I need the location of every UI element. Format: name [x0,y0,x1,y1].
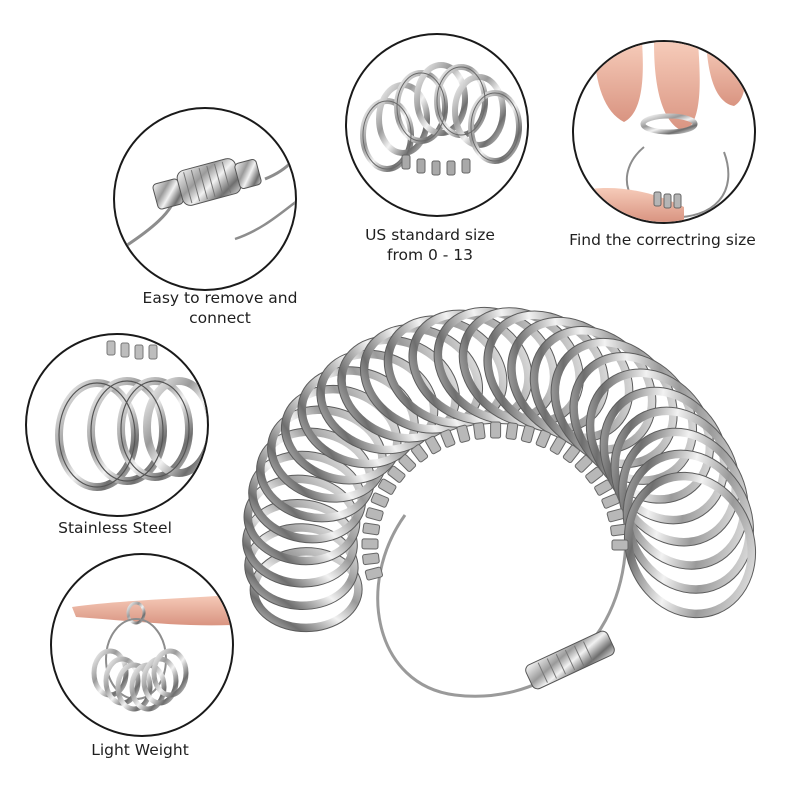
sizing-ring-edge [599,386,729,525]
fit-feature-caption: Find the correctring size [555,230,770,250]
hand-holding-rings-photo [72,595,232,712]
sizes-caption-line-1: US standard size [365,226,495,244]
sizing-ring [242,499,358,588]
size-tag [473,422,486,440]
sizes-caption-line-2: from 0 - 13 [386,246,474,264]
sizing-ring-edge [623,471,757,619]
size-tag [398,454,417,472]
steel-feature-circle [25,333,209,517]
ring-bundle-photo [360,62,522,176]
size-tag [411,444,429,463]
size-tag [362,552,380,566]
clasp-feature-circle [113,107,297,291]
finger-ring-photo [574,42,746,222]
sizes-feature-caption: US standard size from 0 - 13 [330,225,530,265]
weight-caption-line-1: Light Weight [91,741,189,759]
fit-caption-line-1: Find the correctring size [569,231,756,249]
sizing-ring-edge [244,523,359,610]
sizes-feature-circle [345,33,529,217]
steel-caption-line-1: Stainless Steel [58,519,172,537]
sizing-ring-edge [242,498,358,588]
clasp-feature-caption: Easy to remove and connect [110,288,330,328]
size-tag [456,424,471,443]
size-tag [505,422,519,440]
size-tag [549,436,566,455]
sizing-ring [624,472,756,618]
size-tag [606,508,625,523]
sizing-ring-edge [433,306,559,425]
sizing-ring-edge [248,450,367,544]
size-tag [378,478,397,495]
size-tag [585,466,604,484]
sizing-ring-edge [249,547,363,633]
size-tag [370,492,390,508]
clasp-caption-line-1: Easy to remove and [142,289,298,307]
size-tag [490,421,502,439]
size-tag [364,566,383,581]
ring-sizer-main-photo [242,306,757,698]
size-tag [440,429,456,448]
sizing-ring [244,523,359,610]
sizing-ring [316,350,438,454]
size-tag [611,539,629,551]
weight-feature-caption: Light Weight [50,740,230,760]
size-tag [535,429,551,449]
sizing-rings [242,306,757,633]
size-tag [601,493,620,509]
clasp-caption-line-2: connect [189,309,251,327]
size-tag [594,479,613,496]
size-tag [520,424,535,444]
sizing-ring [434,307,558,424]
cable-clasp [525,630,615,690]
size-tag [362,522,381,536]
size-tag [574,455,593,473]
sizing-ring-edge [243,474,361,566]
sizing-ring [623,450,754,594]
steel-feature-caption: Stainless Steel [25,518,205,538]
weight-feature-circle [50,553,234,737]
size-tag [425,435,442,455]
size-tag [365,507,384,522]
fit-feature-circle [572,40,756,224]
size-tag [387,465,406,483]
size-tag [562,444,580,464]
size-tag [361,538,379,550]
steel-rings-photo [55,340,207,491]
